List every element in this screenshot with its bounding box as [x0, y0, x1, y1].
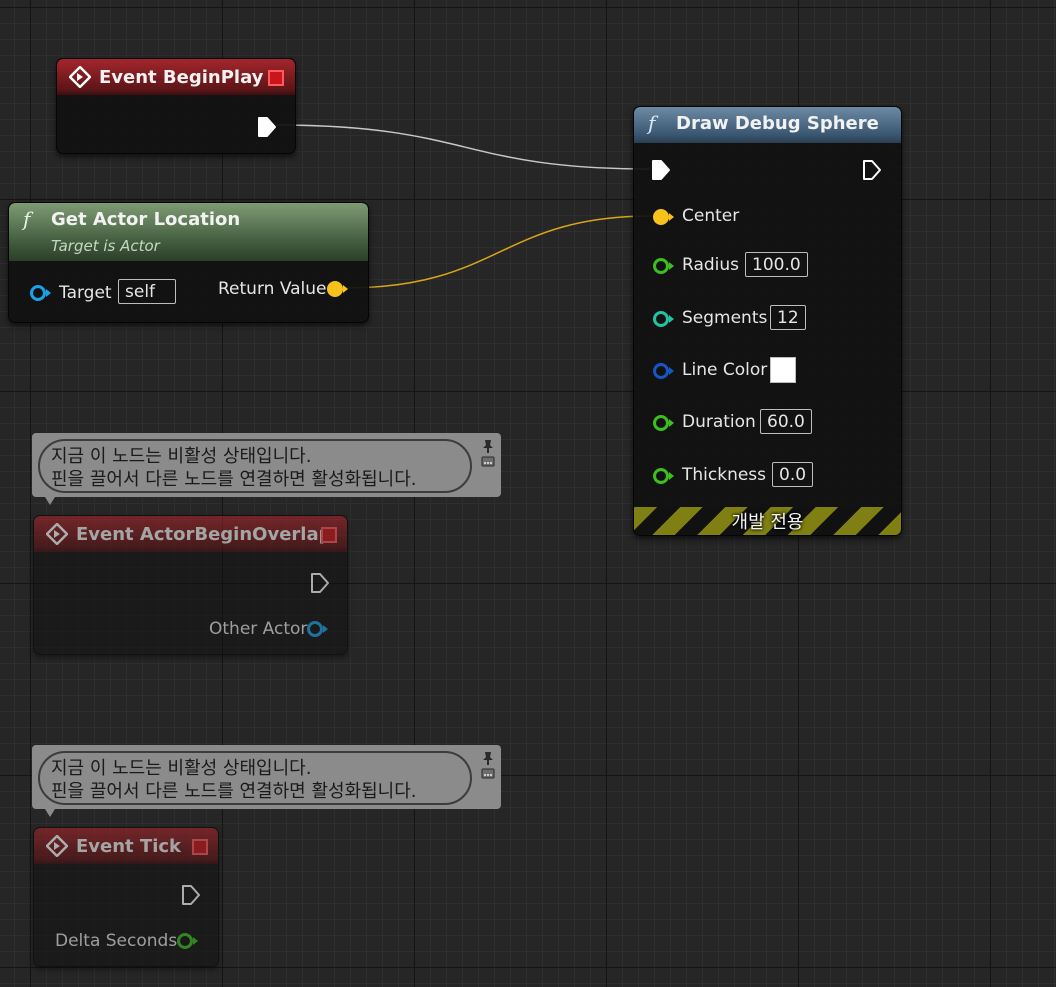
- segments-int-pin[interactable]: [652, 310, 676, 328]
- node-title: Get Actor Location: [51, 209, 241, 230]
- segments-label: Segments: [682, 308, 768, 328]
- exec-out-pin[interactable]: [862, 159, 882, 181]
- comment-line-2: 핀을 끌어서 다른 노드를 연결하면 활성화됩니다.: [51, 469, 417, 490]
- thickness-label: Thickness: [682, 465, 767, 485]
- exec-out-pin[interactable]: [257, 116, 277, 138]
- node-header[interactable]: Event BeginPlay: [57, 59, 295, 95]
- comment-line-1: 지금 이 노드는 비활성 상태입니다.: [51, 758, 312, 779]
- node-header[interactable]: Event ActorBeginOverlap: [34, 516, 347, 552]
- line-color-struct-pin[interactable]: [652, 362, 676, 380]
- function-icon: f: [23, 207, 31, 231]
- node-title: Draw Debug Sphere: [676, 113, 879, 134]
- stop-icon: [268, 70, 284, 86]
- radius-float-pin[interactable]: [652, 257, 676, 275]
- target-label: Target: [59, 283, 112, 303]
- node-title: Event Tick: [76, 836, 182, 857]
- line-color-label: Line Color: [682, 360, 768, 380]
- thickness-value-field[interactable]: 0.0: [772, 462, 814, 487]
- comment-outline: [38, 439, 472, 493]
- event-beginplay-node[interactable]: Event BeginPlay: [56, 58, 296, 154]
- segments-value-field[interactable]: 12: [770, 305, 806, 330]
- comment-outline: [38, 751, 472, 805]
- radius-label: Radius: [682, 255, 740, 275]
- pin-comment-icon[interactable]: [481, 750, 495, 780]
- inactive-comment-bubble[interactable]: 지금 이 노드는 비활성 상태입니다. 핀을 끌어서 다른 노드를 연결하면 활…: [32, 433, 501, 505]
- other-actor-object-pin[interactable]: [306, 620, 330, 638]
- development-only-banner: 개발 전용: [634, 507, 901, 535]
- event-tick-node[interactable]: Event Tick Delta Seconds: [33, 827, 219, 967]
- pin-comment-icon[interactable]: [481, 438, 495, 468]
- other-actor-label: Other Actor: [209, 619, 308, 639]
- target-object-pin[interactable]: [29, 284, 53, 302]
- bubble-tail: [45, 809, 55, 817]
- exec-out-pin[interactable]: [310, 572, 330, 594]
- event-diamond-icon: [46, 523, 68, 545]
- return-value-label: Return Value: [218, 279, 327, 299]
- center-label: Center: [682, 206, 740, 226]
- exec-in-pin[interactable]: [651, 159, 671, 181]
- draw-debug-sphere-node[interactable]: f Draw Debug Sphere Center Radius 100.0 …: [633, 106, 902, 536]
- development-only-label: 개발 전용: [731, 512, 804, 533]
- node-subtitle: Target is Actor: [51, 237, 160, 255]
- exec-wire[interactable]: [275, 124, 651, 170]
- duration-value-field[interactable]: 60.0: [760, 409, 812, 434]
- inactive-comment-bubble[interactable]: 지금 이 노드는 비활성 상태입니다. 핀을 끌어서 다른 노드를 연결하면 활…: [32, 745, 501, 817]
- node-header[interactable]: f Draw Debug Sphere: [634, 107, 901, 143]
- bubble-tail: [45, 497, 55, 505]
- get-actor-location-node[interactable]: f Get Actor Location Target is Actor Tar…: [8, 202, 369, 323]
- stop-icon: [321, 527, 337, 543]
- exec-out-pin[interactable]: [181, 884, 201, 906]
- delta-seconds-float-pin[interactable]: [176, 932, 200, 950]
- stop-icon: [192, 839, 208, 855]
- comment-line-2: 핀을 끌어서 다른 노드를 연결하면 활성화됩니다.: [51, 781, 417, 802]
- delta-seconds-label: Delta Seconds: [55, 931, 178, 951]
- node-title: Event ActorBeginOverlap: [76, 524, 332, 545]
- node-title: Event BeginPlay: [99, 67, 264, 88]
- function-icon: f: [648, 111, 656, 135]
- center-vector-pin[interactable]: [652, 208, 676, 226]
- thickness-float-pin[interactable]: [652, 467, 676, 485]
- line-color-swatch[interactable]: [770, 357, 796, 383]
- event-diamond-icon: [69, 66, 91, 88]
- radius-value-field[interactable]: 100.0: [745, 252, 808, 277]
- return-value-vector-pin[interactable]: [326, 280, 350, 298]
- node-header[interactable]: f Get Actor Location Target is Actor: [9, 203, 368, 261]
- node-header[interactable]: Event Tick: [34, 828, 218, 864]
- duration-label: Duration: [682, 412, 756, 432]
- event-actorbeginoverlap-node[interactable]: Event ActorBeginOverlap Other Actor: [33, 515, 348, 655]
- event-diamond-icon: [46, 835, 68, 857]
- comment-line-1: 지금 이 노드는 비활성 상태입니다.: [51, 446, 312, 467]
- vector-wire[interactable]: [344, 215, 653, 289]
- duration-float-pin[interactable]: [652, 414, 676, 432]
- target-value-field[interactable]: self: [118, 279, 176, 304]
